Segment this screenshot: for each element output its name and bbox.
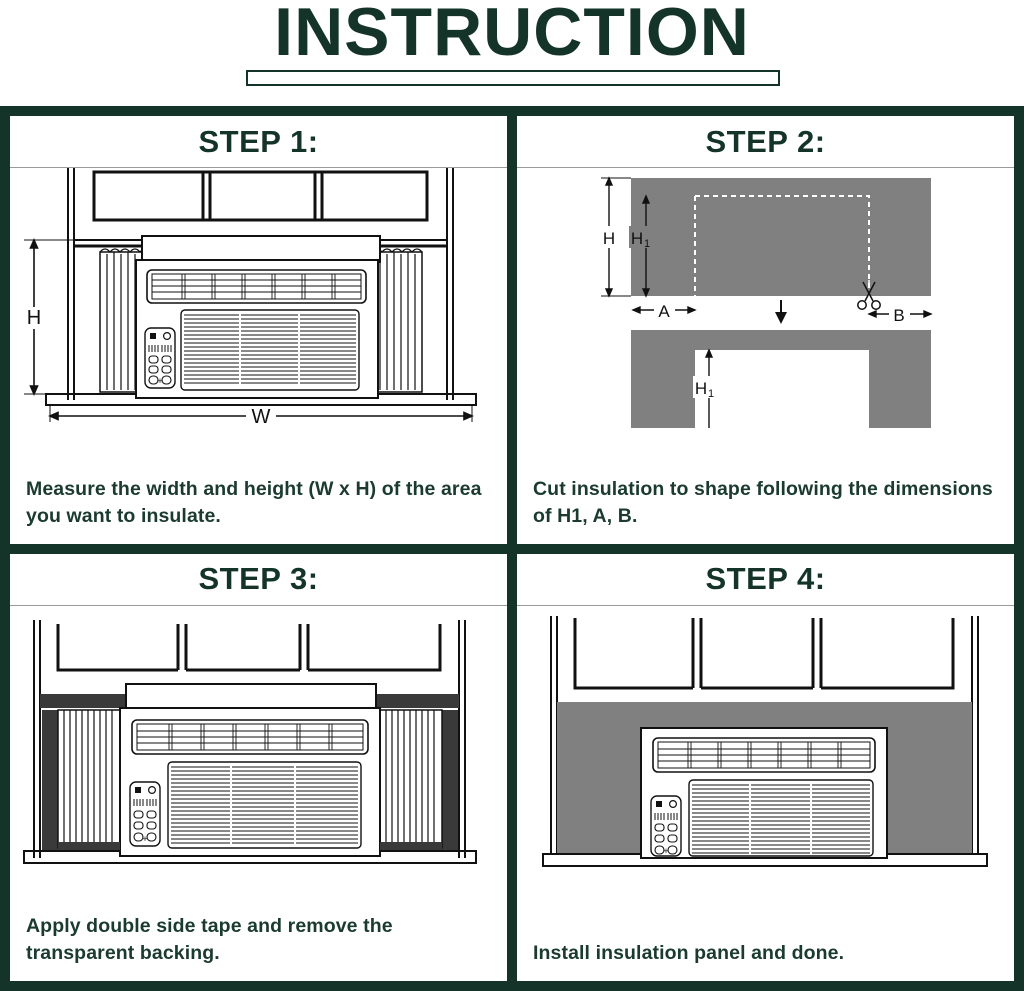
- page-title: INSTRUCTION: [274, 0, 750, 70]
- step-1-diagram: + H: [10, 168, 507, 470]
- tape-strip-bottom-right: [380, 841, 442, 850]
- air-conditioner-unit: +: [135, 259, 379, 399]
- step-4-diagram: +: [517, 606, 1014, 935]
- ac-top-cap: [125, 682, 377, 711]
- cut-height-subscript-top: 1: [644, 238, 650, 250]
- step-card-2: STEP 2:: [517, 116, 1014, 544]
- tape-strip-right: [442, 709, 458, 850]
- step-4-caption: Install insulation panel and done.: [533, 942, 845, 965]
- cut-height-label-top: H: [631, 229, 643, 248]
- air-conditioner-unit: +: [119, 706, 381, 857]
- step-1-heading: STEP 1:: [10, 116, 507, 168]
- svg-text:+: +: [157, 376, 162, 386]
- total-height-label: H: [603, 229, 615, 248]
- total-height-dimension: [598, 176, 631, 298]
- title-area: INSTRUCTION: [0, 0, 1024, 106]
- air-conditioner-unit: +: [640, 726, 888, 859]
- tape-strip-bottom-left: [58, 841, 120, 850]
- right-margin-label: B: [893, 306, 904, 325]
- height-dimension: [23, 238, 74, 396]
- control-panel: +: [129, 780, 161, 847]
- step-card-4: STEP 4:: [517, 553, 1014, 981]
- insulation-sheet-top: [631, 178, 931, 296]
- left-margin-label: A: [658, 302, 670, 321]
- step-3-diagram: +: [10, 606, 507, 912]
- cut-height-label-bottom: H: [695, 379, 707, 398]
- steps-frame: STEP 1:: [0, 106, 1024, 991]
- cut-outline-dashed: [694, 195, 870, 296]
- width-dimension: [48, 405, 474, 427]
- step-card-1: STEP 1:: [10, 116, 507, 544]
- down-arrow-icon: [775, 300, 787, 324]
- left-margin-dimension: [631, 299, 697, 320]
- step-3-caption: Apply double side tape and remove the tr…: [26, 915, 393, 965]
- height-label: H: [27, 307, 41, 329]
- width-label: W: [252, 406, 271, 428]
- step-2-heading: STEP 2:: [517, 116, 1014, 168]
- right-margin-dimension: [867, 303, 933, 324]
- ac-top-cap: [141, 235, 381, 263]
- title-underline-bar: [246, 70, 780, 86]
- step-2-diagram: H H 1: [517, 168, 1014, 470]
- accordion-panel-left: [57, 708, 121, 849]
- accordion-panel-right: [379, 708, 443, 849]
- steps-grid: STEP 1:: [10, 116, 1014, 981]
- tape-strip-left: [42, 709, 58, 850]
- svg-text:+: +: [663, 846, 668, 856]
- svg-text:+: +: [142, 834, 147, 844]
- step-2-caption: Cut insulation to shape following the di…: [533, 477, 993, 527]
- scissors-icon: [857, 274, 881, 310]
- step-3-heading: STEP 3:: [10, 554, 507, 606]
- step-card-3: STEP 3:: [10, 553, 507, 981]
- control-panel: +: [144, 327, 176, 389]
- cut-height-subscript-bottom: 1: [708, 388, 714, 400]
- control-panel: +: [650, 794, 682, 857]
- step-1-caption: Measure the width and height (W x H) of …: [26, 477, 482, 527]
- step-4-heading: STEP 4:: [517, 554, 1014, 606]
- cut-height-dimension-bottom: [693, 348, 723, 428]
- insulation-sheet-cut: [631, 330, 931, 428]
- cut-height-dimension-top: [629, 194, 659, 298]
